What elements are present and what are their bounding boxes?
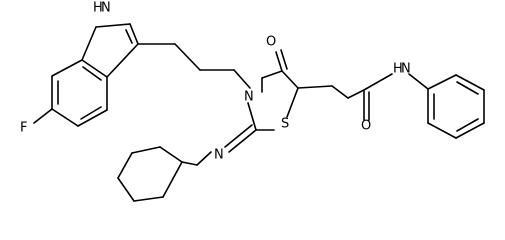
ring-carbonyl [275,49,288,72]
amide-nitrogen-label: N [401,62,411,77]
indole-pyrrole-ring [81,23,139,78]
indole-nh-hydrogen-label: H [93,1,103,16]
sulfur-label: S [281,117,289,132]
molecule-structure: H N F N O S N O H N [20,1,485,202]
carbonyl-oxygen-label: O [266,35,276,50]
fluorine-label: F [20,121,27,136]
amide-hydrogen-label: H [393,62,403,77]
indole-benzene-ring [51,59,108,127]
ethyl-linker [137,43,251,89]
ring-nitrogen-label: N [244,90,254,105]
cyclohexane-ring [117,146,198,202]
amide-oxygen-label: O [361,119,371,134]
phenyl-ring [408,73,485,139]
imine-nitrogen-label: N [214,148,224,163]
indole-nitrogen-label: N [101,1,111,16]
thiazolidinone-ring [247,70,299,131]
acetamide-chain [297,73,393,121]
fluoro-bond [33,108,53,124]
imine-bond [196,124,257,166]
